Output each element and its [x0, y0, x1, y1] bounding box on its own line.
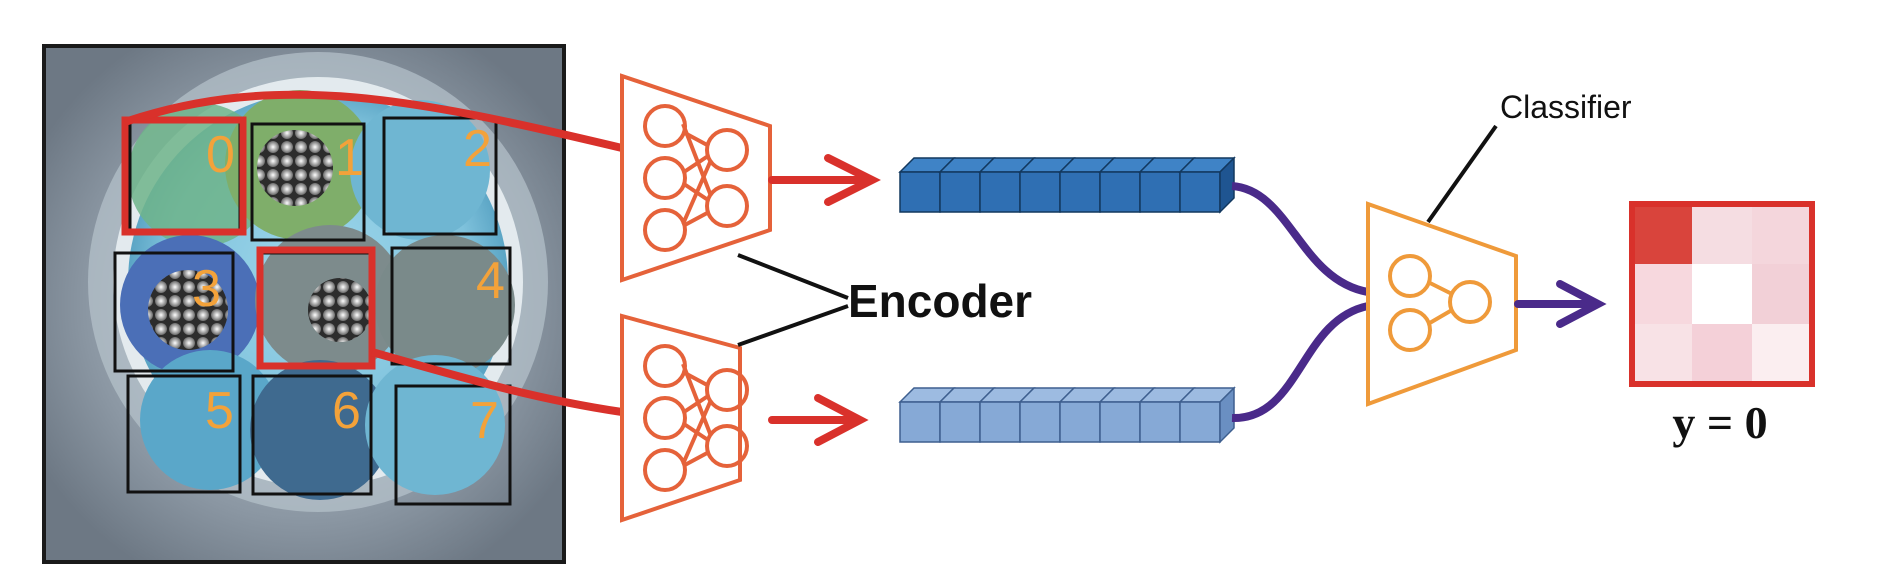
patch-label-5: 5 — [205, 382, 234, 440]
embedding-cell — [1059, 171, 1101, 213]
classifier-pointer-line — [1426, 124, 1498, 224]
embedding-bottom-to-classifier-line — [1231, 302, 1369, 423]
embedding-side-face — [1219, 386, 1235, 444]
output-cell-highlighted — [1632, 204, 1692, 264]
patch-box-2 — [382, 116, 498, 236]
patch-label-1: 1 — [335, 129, 364, 187]
embedding-vector-top — [898, 156, 1236, 214]
embedding-cell — [1139, 171, 1181, 213]
patch-to-encoder-bottom-line — [370, 348, 623, 416]
encoder-pointer-line-top — [737, 253, 849, 300]
classifier — [1366, 201, 1518, 407]
selected-patch-0 — [121, 116, 247, 236]
embedding-cell — [1139, 401, 1181, 443]
output-cell — [1752, 324, 1812, 384]
output-cell — [1752, 264, 1812, 324]
patch-label-3: 3 — [192, 260, 221, 318]
embedding-cell — [899, 401, 941, 443]
patch-box-7 — [394, 384, 512, 506]
embedding-cell — [979, 401, 1021, 443]
embedding-cell — [1179, 401, 1221, 443]
embedding-cell — [979, 171, 1021, 213]
patch-box-3 — [113, 251, 235, 373]
patch-label-2: 2 — [463, 120, 492, 178]
embedding-cell — [1059, 401, 1101, 443]
output-label: y = 0 — [1672, 397, 1767, 448]
patch-label-4: 4 — [476, 252, 505, 310]
encoder-label: Encoder — [848, 275, 1032, 327]
embedding-cell — [1019, 171, 1061, 213]
classifier-label: Classifier — [1500, 89, 1632, 125]
patch-label-0: 0 — [206, 126, 235, 184]
encoder-top — [620, 73, 772, 283]
patch-box-6 — [251, 374, 373, 496]
embedding-cell — [939, 401, 981, 443]
patch-label-6: 6 — [332, 382, 361, 440]
output-cell — [1632, 324, 1692, 384]
selected-patch-center — [256, 246, 376, 370]
patch-box-1 — [250, 122, 366, 242]
embedding-cell — [899, 171, 941, 213]
patch-label-7: 7 — [470, 392, 499, 450]
cable-photo: 0 1 2 3 4 5 6 7 — [42, 44, 566, 564]
embedding-cell — [1019, 401, 1061, 443]
embedding-cell — [1179, 171, 1221, 213]
output-grid-border — [1629, 201, 1815, 387]
embedding-cell — [939, 171, 981, 213]
output-cell — [1632, 264, 1692, 324]
embedding-cell — [1099, 171, 1141, 213]
encoder-output-arrows — [768, 154, 881, 446]
classifier-output-arrow — [1514, 280, 1607, 328]
encoder-bottom — [620, 313, 749, 523]
embedding-top-to-classifier-line — [1231, 182, 1369, 296]
output-grid — [1629, 201, 1815, 387]
output-cell — [1692, 264, 1752, 324]
embedding-vector-bottom — [898, 386, 1236, 444]
output-cell — [1752, 204, 1812, 264]
patch-box-4 — [390, 246, 512, 366]
encoder-pointer-line-bottom — [737, 304, 849, 347]
patch-box-5 — [126, 374, 242, 494]
output-cell — [1692, 324, 1752, 384]
embedding-cell — [1099, 401, 1141, 443]
output-cell — [1692, 204, 1752, 264]
patch-to-encoder-top-line — [123, 90, 623, 152]
embedding-side-face — [1219, 156, 1235, 214]
